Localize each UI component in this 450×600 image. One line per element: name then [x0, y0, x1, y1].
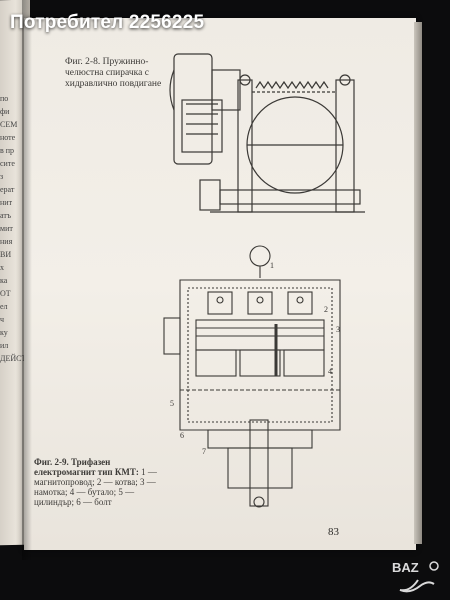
left-page-line: ч — [0, 315, 5, 324]
left-page-line: х — [0, 263, 4, 272]
bottom-caption-title: Фиг. 2-9. Трифазен електромагнит тип КМТ… — [34, 457, 139, 477]
left-page-line: ерат — [0, 185, 15, 194]
left-page-line: з — [0, 172, 4, 181]
left-page-line: ел — [0, 302, 8, 311]
page-stack-edge — [414, 22, 422, 544]
left-page-line: по — [0, 94, 9, 103]
bazar-logo-icon: BAZ — [392, 560, 439, 593]
left-page-line: сите — [0, 159, 15, 168]
left-page-line: ноте — [0, 133, 16, 142]
bottom-figure-caption: Фиг. 2-9. Трифазен електромагнит тип КМТ… — [34, 457, 162, 507]
left-page-line: ил — [0, 341, 9, 350]
callout-number: 1 — [270, 261, 274, 270]
callout-number: 6 — [180, 431, 184, 440]
page-number: 83 — [328, 526, 339, 538]
callout-number: 7 — [202, 447, 206, 456]
book-gutter — [22, 0, 32, 560]
callout-number: 4 — [328, 367, 332, 376]
book-page — [24, 18, 416, 550]
left-page-line: мит — [0, 224, 13, 233]
left-page-line: нит — [0, 198, 13, 207]
electromagnet-drawing: 1 2 3 4 5 6 7 — [163, 245, 341, 508]
bottom-caption-body: 1 — магнитопровод; 2 — котва; 3 — намотк… — [34, 467, 157, 507]
svg-text:BAZ: BAZ — [392, 560, 419, 575]
left-page-line: фи — [0, 107, 10, 116]
left-page-line: ОТ — [0, 289, 11, 298]
left-page-line: ку — [0, 328, 8, 337]
uploader-watermark: Потребител 2256225 — [10, 12, 205, 33]
left-page-line: ка — [0, 276, 8, 285]
left-page-line: атъ — [0, 211, 11, 220]
top-figure-caption: Фиг. 2-8. Пружинно-челюстна спирачка с х… — [65, 57, 162, 89]
left-page-line: в пр — [0, 146, 15, 155]
callout-number: 5 — [170, 399, 174, 408]
left-page-line: ния — [0, 237, 13, 246]
brake-drawing — [169, 53, 365, 213]
left-page-line: ДЕЙСТ — [0, 354, 26, 363]
callout-number: 2 — [324, 305, 328, 314]
left-page-line: ВИ — [0, 250, 12, 259]
callout-number: 3 — [336, 325, 340, 334]
left-page-line: СЕМ — [0, 120, 18, 129]
